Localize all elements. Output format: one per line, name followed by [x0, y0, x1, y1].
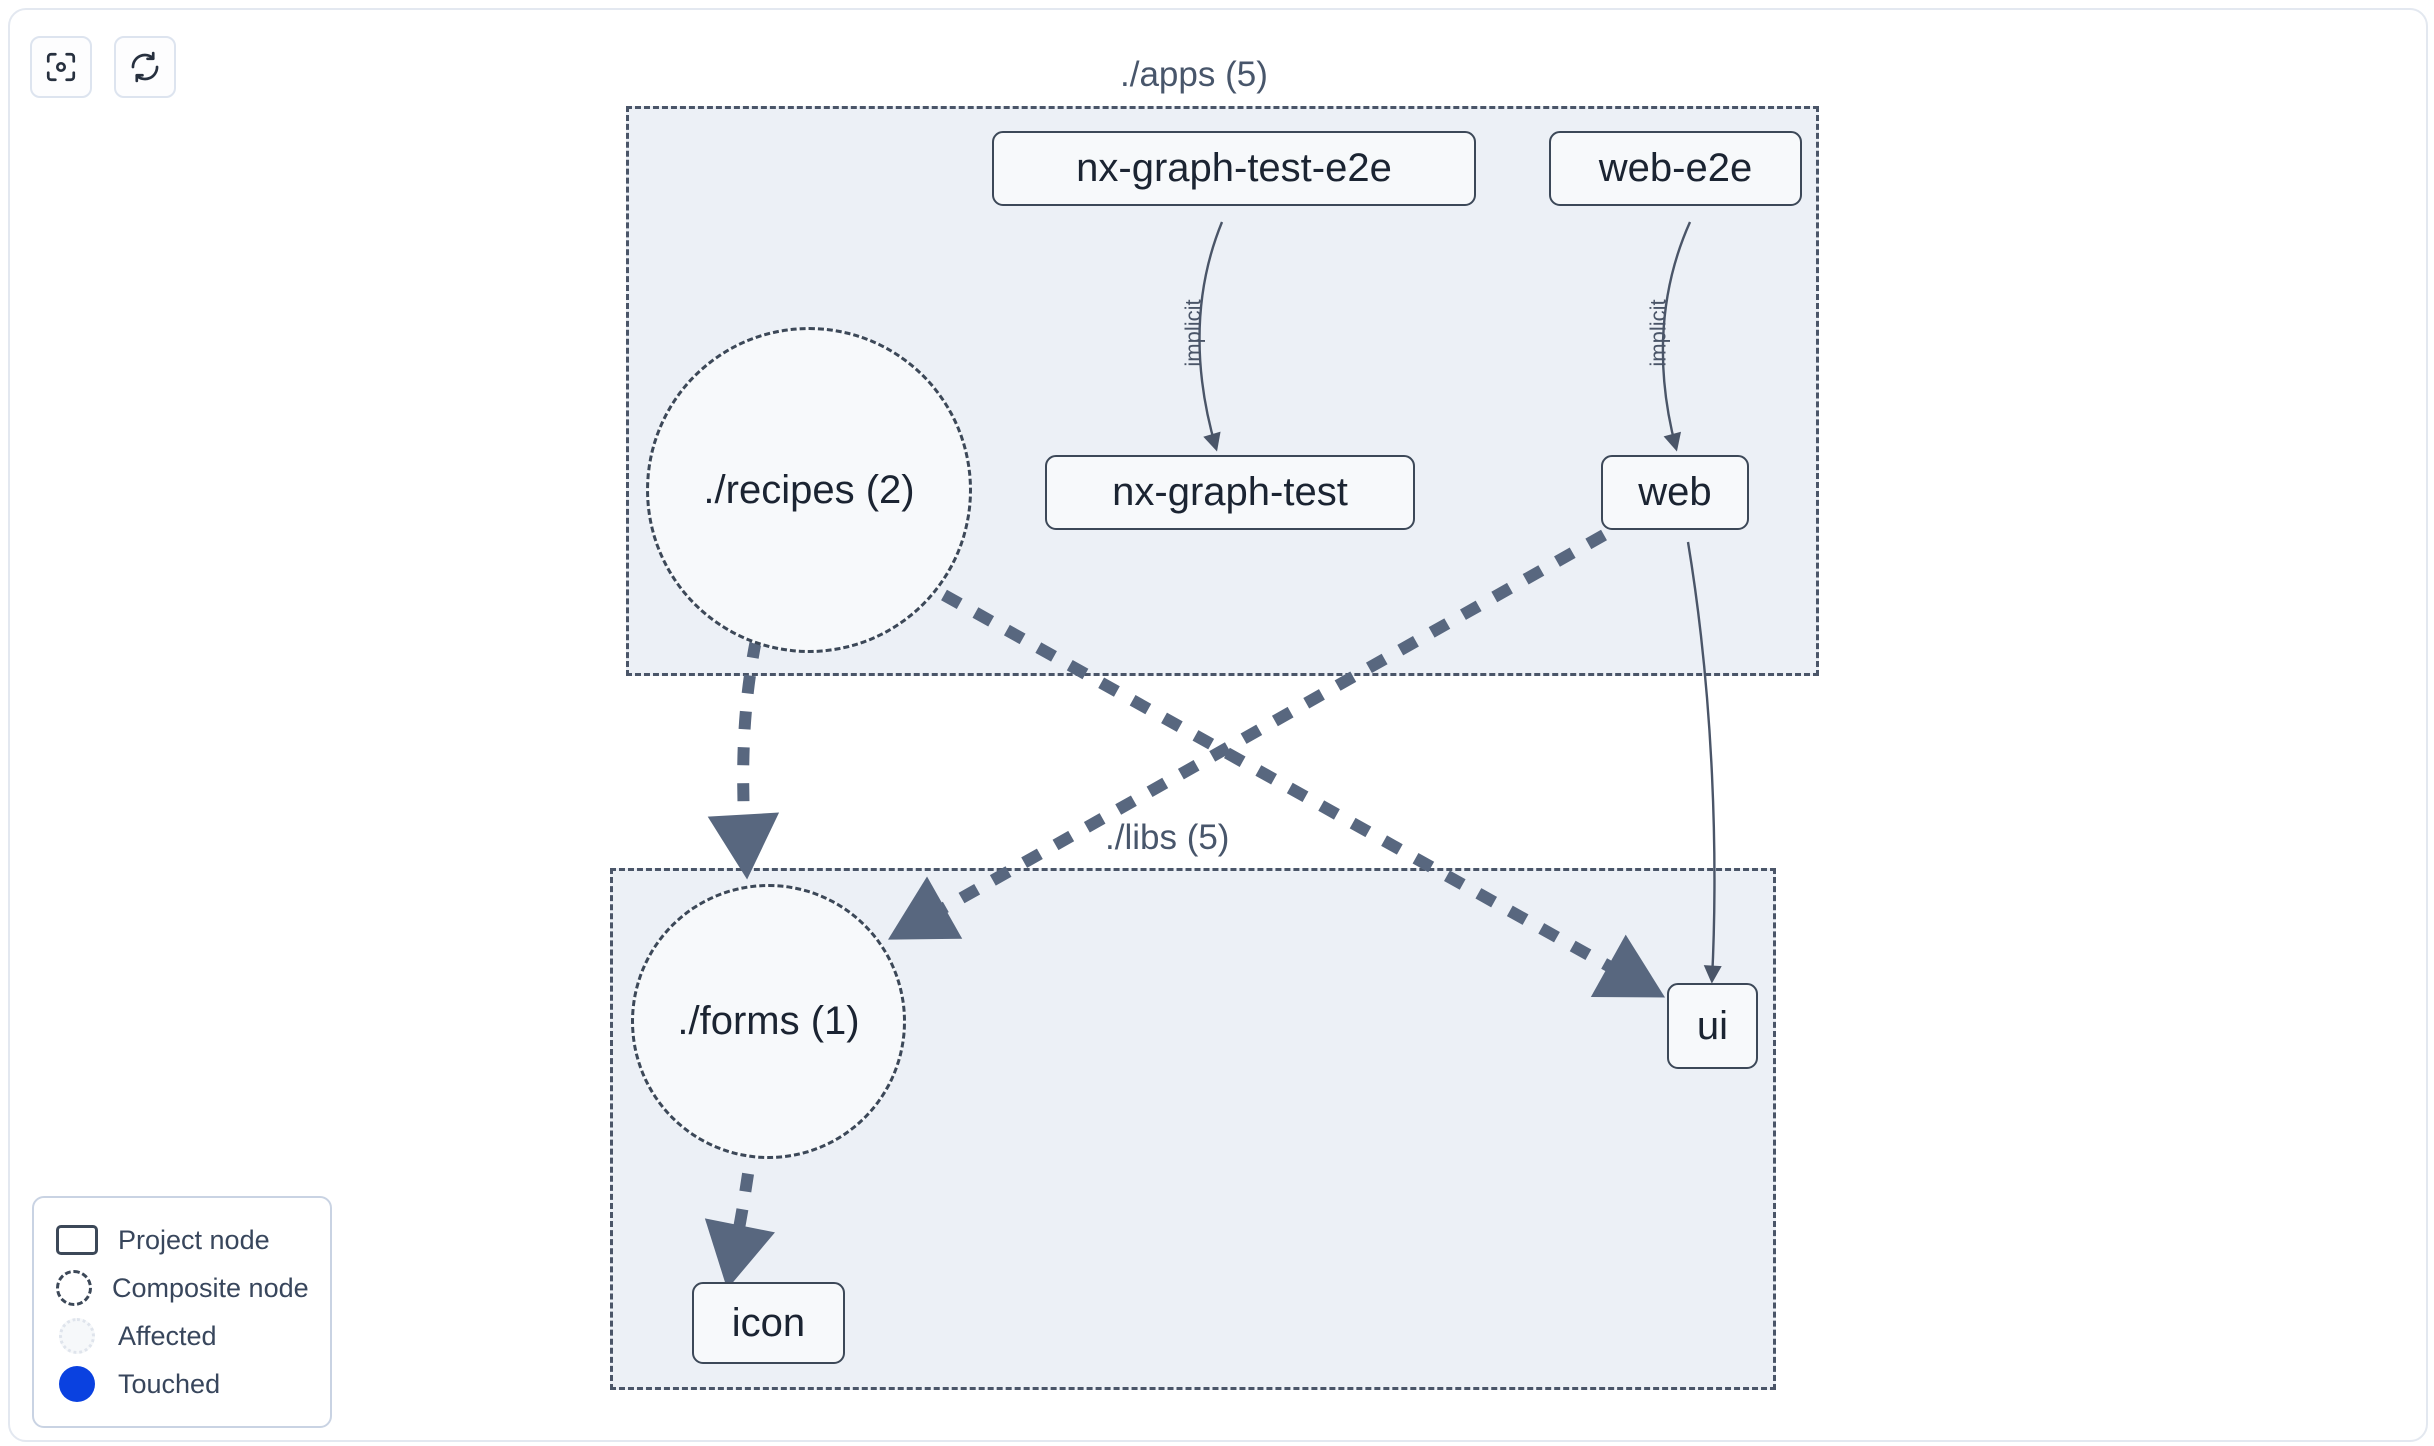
legend-label: Composite node: [112, 1272, 309, 1303]
legend-item-touched: Touched: [56, 1360, 308, 1408]
node-nx-graph-test-e2e[interactable]: nx-graph-test-e2e: [992, 131, 1476, 206]
group-label-apps: ./apps (5): [1110, 57, 1278, 92]
legend-item-composite-node: Composite node: [56, 1264, 309, 1312]
edge-forms-to-icon: [704, 1137, 775, 1290]
graph-legend: Project node Composite node Affected Tou…: [32, 1196, 332, 1428]
composite-node-swatch-icon: [56, 1270, 92, 1306]
legend-label: Affected: [118, 1320, 217, 1351]
edge-nx-graph-test-e2e-to-nx-graph-test: [1198, 221, 1224, 452]
node-ui[interactable]: ui: [1667, 983, 1758, 1069]
node-web[interactable]: web: [1601, 455, 1749, 530]
edge-web-to-ui: [1686, 541, 1722, 984]
refresh-icon: [128, 50, 162, 84]
focus-target-icon: [44, 50, 78, 84]
group-label-libs: ./libs (5): [1095, 820, 1240, 855]
touched-swatch-icon: [56, 1366, 98, 1402]
edge-label-implicit-web: implicit: [1645, 299, 1671, 367]
node-nx-graph-test[interactable]: nx-graph-test: [1045, 455, 1415, 530]
node-icon[interactable]: icon: [692, 1282, 845, 1364]
legend-label: Project node: [118, 1224, 270, 1255]
affected-swatch-icon: [56, 1318, 98, 1354]
node-label: web-e2e: [1598, 146, 1753, 190]
legend-label: Touched: [118, 1368, 221, 1399]
node-label: ui: [1696, 1003, 1729, 1048]
refresh-graph-button[interactable]: [114, 36, 176, 98]
node-label: web: [1638, 470, 1712, 514]
edge-web-e2e-to-web: [1661, 221, 1692, 452]
node-label: ./forms (1): [677, 999, 860, 1043]
node-web-e2e[interactable]: web-e2e: [1549, 131, 1802, 206]
node-label: nx-graph-test-e2e: [1076, 146, 1392, 190]
node-label: nx-graph-test: [1112, 470, 1348, 514]
node-forms[interactable]: ./forms (1): [631, 884, 906, 1159]
edge-label-implicit-nx-graph-test: implicit: [1180, 299, 1206, 367]
legend-item-affected: Affected: [56, 1312, 308, 1360]
project-node-swatch-icon: [56, 1225, 98, 1255]
node-recipes[interactable]: ./recipes (2): [646, 327, 972, 653]
edge-web-to-forms: [888, 529, 1607, 940]
node-label: ./recipes (2): [703, 467, 915, 512]
node-label: icon: [731, 1300, 806, 1345]
edge-recipes-to-forms: [707, 638, 780, 880]
legend-item-project-node: Project node: [56, 1216, 308, 1264]
focus-graph-button[interactable]: [30, 36, 92, 98]
graph-toolbar: [30, 36, 176, 98]
edge-recipes-to-ui: [941, 589, 1666, 998]
